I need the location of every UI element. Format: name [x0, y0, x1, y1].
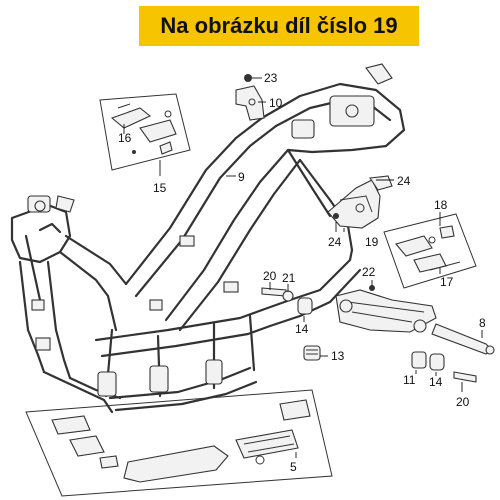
callout-5: 5: [290, 460, 297, 474]
page-title: Na obrázku díl číslo 19: [160, 13, 398, 38]
leader-lines: [123, 77, 483, 458]
callout-15: 15: [153, 181, 167, 195]
callout-8: 8: [479, 316, 486, 330]
callout-11: 11: [403, 373, 416, 387]
main-frame: [10, 63, 406, 414]
callout-14: 14: [295, 322, 309, 336]
inset-bracket-17-18: [383, 213, 477, 289]
callout-18: 18: [434, 198, 448, 212]
exhaust-pipe-5: [25, 389, 333, 497]
callout-24: 24: [397, 174, 411, 188]
title-banner: Na obrázku díl číslo 19: [139, 6, 419, 46]
head-tube-detail: [27, 195, 75, 213]
callout-14: 14: [429, 375, 443, 389]
callout-24: 24: [328, 235, 342, 249]
callout-23: 23: [264, 71, 278, 85]
inset-bracket-15-16: [99, 93, 191, 171]
callout-16: 16: [118, 131, 132, 145]
callouts: 23 10 16 15 9 24 24 19 18 20 21 22 17 14…: [118, 71, 486, 474]
callout-13: 13: [331, 349, 345, 363]
bracket-10: [235, 74, 265, 121]
engine-mount-assembly: [261, 285, 495, 383]
callout-22: 22: [362, 265, 376, 279]
callout-9: 9: [238, 170, 245, 184]
callout-17: 17: [440, 275, 454, 289]
callout-19: 19: [365, 235, 379, 249]
callout-20: 20: [456, 395, 470, 409]
callout-20: 20: [263, 269, 277, 283]
callout-10: 10: [269, 96, 283, 110]
callout-21: 21: [282, 271, 296, 285]
bracket-19: [327, 175, 393, 229]
